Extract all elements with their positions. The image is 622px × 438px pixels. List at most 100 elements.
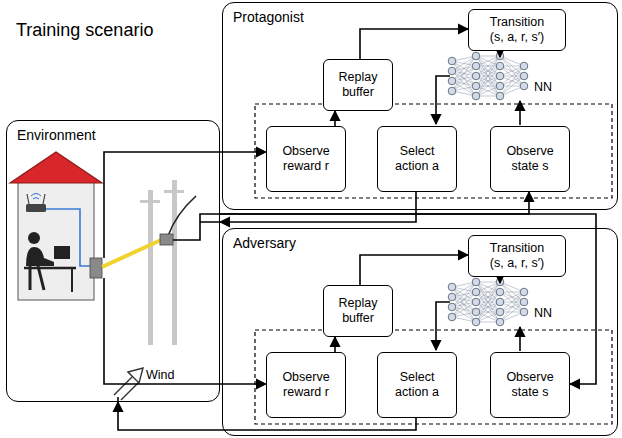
pole (172, 180, 177, 345)
process-box: Select action a (377, 126, 457, 192)
box-text: (s, a, r, s′) (490, 30, 544, 45)
neural-network (448, 52, 528, 100)
net-neuron (448, 303, 456, 311)
net-link (500, 56, 524, 86)
diagram-title: Training scenario (16, 20, 153, 41)
net-neuron (520, 298, 528, 306)
net-neuron (472, 288, 480, 296)
net-neuron (496, 298, 504, 306)
person-head (28, 232, 40, 244)
crossbar (140, 200, 160, 203)
person-body (26, 247, 54, 266)
connector-arrow (220, 151, 266, 153)
process-box: Select action a (377, 352, 457, 418)
net-link (452, 76, 476, 91)
net-link (476, 282, 500, 312)
box-text: (s, a, r, s′) (490, 256, 544, 271)
net-link (476, 282, 500, 312)
optical-drop-fiber (102, 240, 161, 267)
net-neuron (472, 82, 480, 90)
net-neuron (472, 62, 480, 70)
pole (148, 190, 153, 345)
process-box: Replay buffer (323, 59, 393, 111)
agent-box: ProtagonistReplay buffer Transition(s, a,… (222, 2, 618, 210)
connector-arrow (360, 255, 468, 285)
process-box: Observe state s (490, 352, 570, 418)
box-text: Select action a (384, 370, 450, 400)
box-text: Observe state s (497, 370, 563, 400)
neural-network (448, 278, 528, 326)
router-antenna (27, 194, 29, 204)
net-link (476, 292, 500, 322)
wind-label: Wind (146, 368, 174, 383)
net-neuron (496, 92, 504, 100)
net-neuron (448, 283, 456, 291)
box-heading: Environment (17, 127, 96, 144)
agent-box: AdversaryReplay bufferTransition(s, a, r… (222, 228, 618, 436)
net-neuron (496, 288, 504, 296)
connector-arrow (334, 111, 336, 126)
net-link (452, 302, 476, 317)
net-neuron (496, 308, 504, 316)
box-text: Observe reward r (273, 370, 339, 400)
process-box: Replay buffer (323, 285, 393, 337)
box-heading: Protagonist (233, 9, 304, 26)
net-neuron (496, 72, 504, 80)
net-neuron (448, 293, 456, 301)
net-arrow (519, 101, 521, 125)
connector-arrow (220, 192, 416, 222)
net-neuron (448, 77, 456, 85)
net-neuron (472, 318, 480, 326)
utility-poles (102, 180, 196, 345)
net-neuron (472, 278, 480, 286)
box-text: Transition (490, 241, 544, 256)
net-neuron (520, 288, 528, 296)
network-label: NN (534, 80, 552, 95)
net-neuron (472, 308, 480, 316)
wind-arrow-shaft (114, 377, 139, 400)
net-arrow (519, 327, 521, 351)
box-text: Select action a (384, 144, 450, 174)
net-neuron (496, 82, 504, 90)
net-neuron (472, 72, 480, 80)
connector-arrow (334, 337, 336, 352)
net-link (476, 56, 500, 86)
net-link (476, 66, 500, 96)
router-antenna (43, 194, 45, 204)
wire (104, 278, 220, 384)
crossbar (164, 190, 184, 193)
net-link (476, 56, 500, 86)
net-neuron (472, 52, 480, 60)
net-neuron (472, 298, 480, 306)
agent-loop-frame (255, 104, 612, 198)
aerial-cable (168, 196, 196, 236)
net-arrow (436, 76, 450, 124)
process-box: Observe state s (490, 126, 570, 192)
net-neuron (520, 62, 528, 70)
wifi-waves (31, 194, 41, 200)
house (10, 152, 102, 300)
net-neuron (448, 87, 456, 95)
optical-terminal (90, 258, 102, 278)
person-legs (30, 266, 44, 290)
router (26, 204, 46, 212)
net-neuron (448, 67, 456, 75)
process-box: Transition(s, a, r, s′) (468, 9, 566, 51)
net-neuron (520, 308, 528, 316)
house-wall (18, 182, 94, 300)
net-link (500, 66, 524, 96)
monitor (54, 246, 70, 259)
environment-box: Environment (6, 120, 220, 402)
net-neuron (448, 57, 456, 65)
connector-arrow (220, 192, 529, 214)
agent-loop-frame (255, 330, 612, 424)
process-box: Transition(s, a, r, s′) (468, 235, 566, 277)
net-neuron (496, 318, 504, 326)
closure-box (160, 234, 173, 245)
box-text: Observe reward r (273, 144, 339, 174)
net-neuron (472, 92, 480, 100)
desk-leg (71, 268, 73, 292)
wire (104, 152, 220, 258)
environment-wires (104, 152, 220, 402)
